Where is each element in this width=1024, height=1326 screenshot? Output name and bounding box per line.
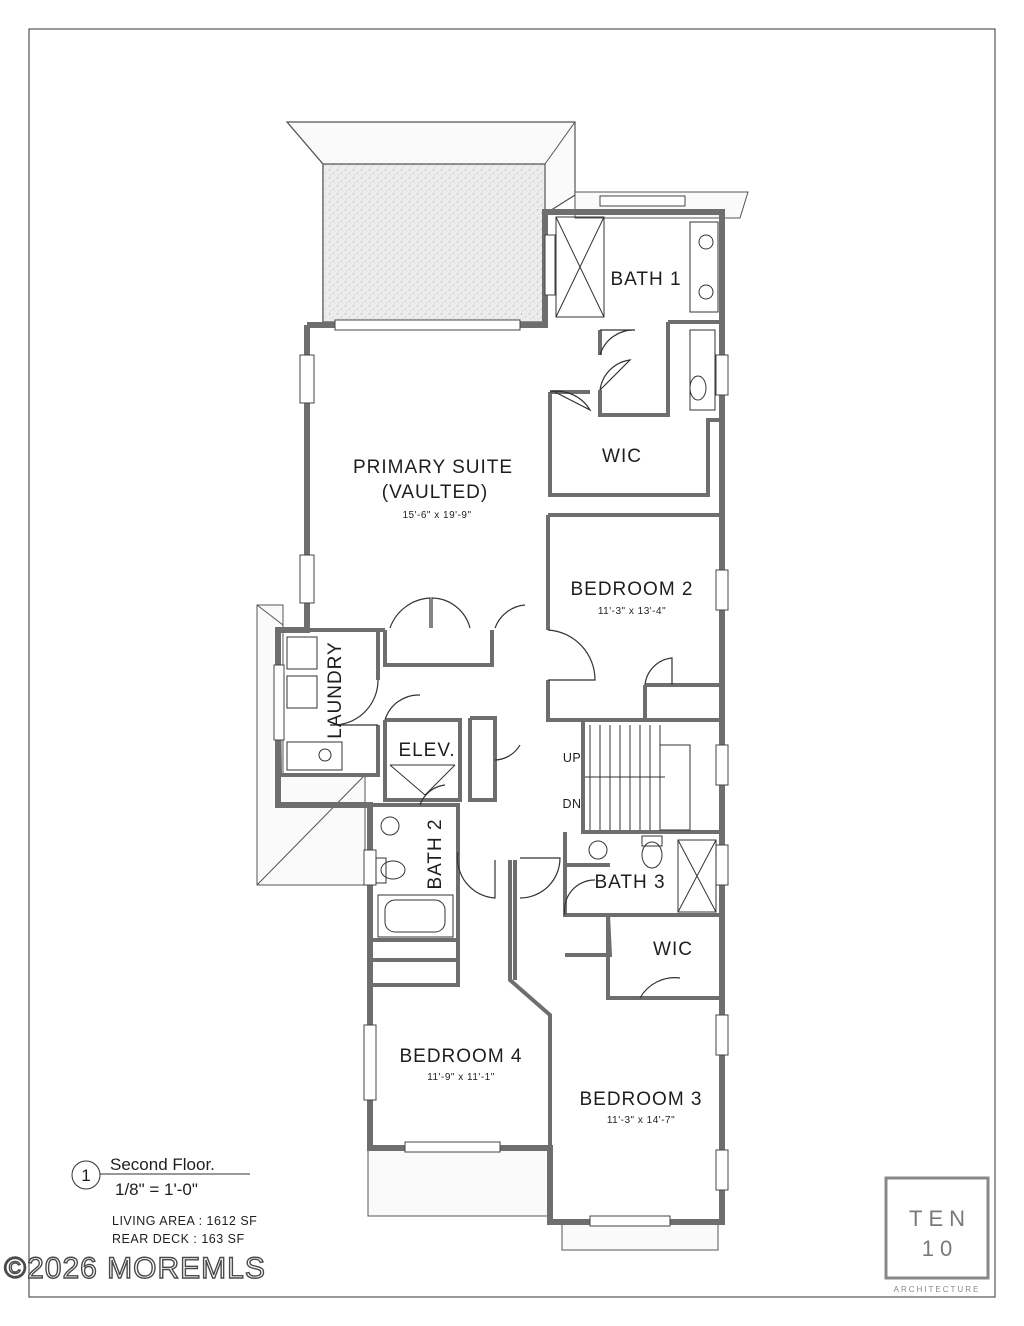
windows [273, 195, 729, 1227]
room-label-bedroom-2: BEDROOM 2 [570, 579, 693, 600]
logo-frame [884, 1176, 990, 1280]
rear-step [561, 1223, 719, 1251]
room-label-bedroom-4: BEDROOM 4 [399, 1046, 522, 1067]
room-label-bath-2: BATH 2 [425, 818, 446, 889]
room-label-bath-1: BATH 1 [610, 269, 681, 290]
title-block: 1 Second Floor. 1/8" = 1'-0" LIVING AREA… [71, 1155, 257, 1246]
logo-subtitle: ARCHITECTURE [894, 1285, 981, 1294]
room-label-bedroom-3: BEDROOM 3 [579, 1089, 702, 1110]
fixtures [286, 216, 719, 938]
front-balcony [285, 121, 749, 323]
stair-dn-label: DN [562, 797, 581, 811]
room-label-elev: ELEV. [398, 740, 455, 761]
room-label-wic-2: WIC [653, 939, 693, 960]
room-label-wic-1: WIC [602, 446, 642, 467]
stair-up-label: UP [563, 751, 581, 765]
drawing-title: Second Floor. [110, 1155, 215, 1174]
drawing-number: 1 [81, 1166, 90, 1185]
room-dim-bedroom-3: 11'-3" x 14'-7" [607, 1115, 675, 1126]
logo-line-1: TEN [909, 1206, 971, 1231]
door-swings [329, 329, 681, 999]
room-dim-primary-suite: 15'-6" x 19'-9" [402, 510, 471, 521]
logo-line-2: 10 [922, 1236, 958, 1261]
drawing-scale: 1/8" = 1'-0" [115, 1180, 198, 1199]
room-label-primary-suite: PRIMARY SUITE [353, 457, 513, 478]
interior-walls [276, 212, 722, 1148]
room-label-laundry: LAUNDRY [325, 641, 346, 738]
architect-logo: TEN 10 ARCHITECTURE [884, 1176, 990, 1294]
room-label-bath-3: BATH 3 [594, 872, 665, 893]
room-dim-bedroom-4: 11'-9" x 11'-1" [427, 1072, 495, 1083]
watermark: ©2026 MOREMLS [4, 1252, 266, 1285]
rear-deck [367, 1147, 549, 1217]
rear-deck-area: REAR DECK : 163 SF [112, 1232, 245, 1246]
room-note-primary-suite: (VAULTED) [382, 482, 488, 503]
room-dim-bedroom-2: 11'-3" x 13'-4" [598, 606, 666, 617]
living-area: LIVING AREA : 1612 SF [112, 1214, 257, 1228]
side-roof [256, 604, 366, 886]
drawing-number-circle [71, 1160, 101, 1190]
sheet-border [28, 28, 996, 1298]
